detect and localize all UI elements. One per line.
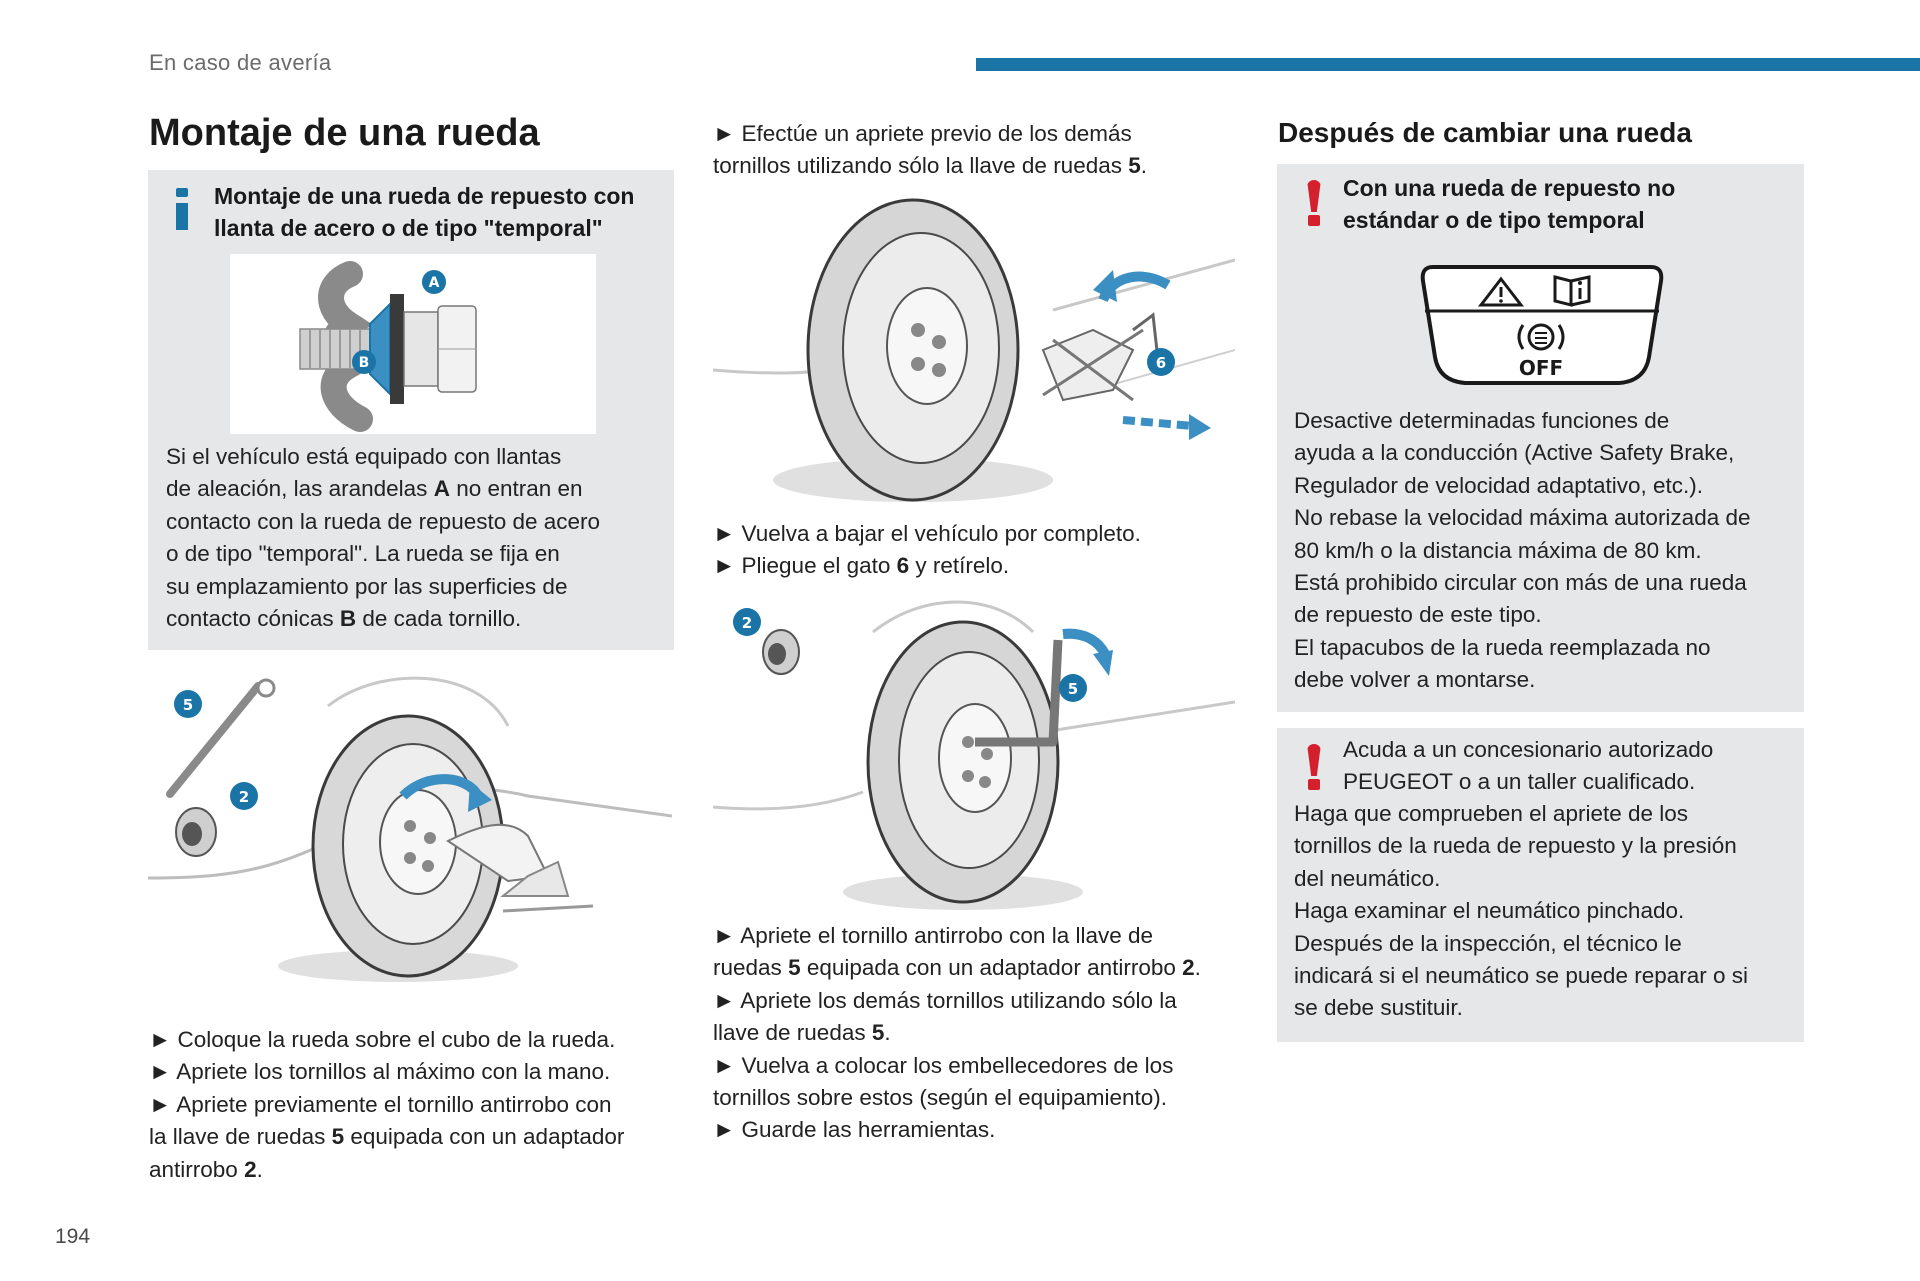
bold-reference: A	[433, 476, 450, 502]
final-tightening-illustration: 2 5	[712, 600, 1236, 910]
bold-reference: 5	[788, 955, 801, 981]
warning-box-1-paragraph: Desactive determinadas funciones de ayud…	[1294, 408, 1751, 693]
label-a-marker: A	[422, 270, 446, 294]
warning-box-1: Con una rueda de repuesto no estándar o …	[1277, 164, 1804, 712]
warning-box-1-title-line1: Con una rueda de repuesto no	[1343, 175, 1676, 201]
bold-reference: 5	[331, 1124, 345, 1150]
adapter-2-marker: 2	[733, 608, 761, 636]
instrument-panel-figure: OFF	[1419, 259, 1665, 391]
info-box-title-line2: llanta de acero o de tipo "temporal"	[214, 215, 603, 241]
bold-reference: 2	[1182, 955, 1195, 981]
brake-assist-icon	[1517, 323, 1565, 351]
wrench-5-marker: 5	[1059, 674, 1087, 702]
figure-label-2: 2	[239, 788, 249, 806]
figure-label-6: 6	[1156, 354, 1166, 372]
instrument-panel-illustration: OFF	[1420, 265, 1664, 385]
figure-label-5: 5	[183, 696, 193, 714]
wheel-bolt-illustration: A B	[299, 261, 477, 432]
col2-step-mid: ► Vuelva a bajar el vehículo por complet…	[713, 521, 1141, 579]
warning-box-1-title: Con una rueda de repuesto no estándar o …	[1343, 172, 1675, 236]
page-number: 194	[55, 1225, 91, 1248]
info-icon	[174, 188, 190, 234]
warning-box-2-intro: Acuda a un concesionario autorizado PEUG…	[1343, 734, 1713, 799]
jack-lowering-illustration: 6	[712, 198, 1236, 502]
col2-step-top: ► Efectúe un apriete previo de los demás…	[713, 121, 1148, 179]
figure-label-b: B	[359, 355, 370, 371]
section-title: Después de cambiar una rueda	[1278, 117, 1692, 148]
warning-box-2: Acuda a un concesionario autorizado PEUG…	[1277, 728, 1804, 1042]
wheel-bolt-figure: A B	[230, 254, 596, 434]
info-box-title: Montaje de una rueda de repuesto con lla…	[214, 180, 634, 244]
bold-reference: 2	[244, 1156, 257, 1182]
warning-box-2-intro-line1: Acuda a un concesionario autorizado	[1343, 737, 1714, 762]
label-b-marker: B	[352, 350, 376, 374]
info-box-title-line1: Montaje de una rueda de repuesto con	[214, 183, 635, 209]
warning-triangle-icon	[1477, 276, 1525, 307]
wheel-mount-illustration: 5 2	[147, 676, 673, 982]
jack-lowering-figure: 6	[712, 190, 1236, 510]
info-box-paragraph: Si el vehículo está equipado con llantas…	[166, 444, 601, 632]
figure-label-2b: 2	[742, 614, 752, 632]
page-title: Montaje de una rueda	[149, 112, 540, 154]
info-box: Montaje de una rueda de repuesto con lla…	[148, 170, 674, 650]
off-indicator-label: OFF	[1519, 356, 1563, 380]
figure-label-a: A	[429, 275, 440, 291]
section-label: En caso de avería	[149, 50, 332, 75]
final-tightening-figure: 2 5	[712, 592, 1236, 914]
warning-exclamation-icon	[1304, 180, 1324, 226]
wheel-mount-figure: 5 2	[147, 666, 673, 1004]
tool-2-marker: 2	[230, 782, 258, 810]
col2-step-bottom: ► Apriete el tornillo antirrobo con la l…	[713, 923, 1201, 1143]
warning-box-1-title-line2: estándar o de tipo temporal	[1343, 207, 1645, 233]
warning-box-2-paragraph: Haga que comprueben el apriete de los to…	[1294, 801, 1748, 1021]
warning-box-2-intro-line2: PEUGEOT o a un taller cualificado.	[1343, 769, 1696, 795]
manual-book-icon	[1553, 275, 1591, 307]
header-accent-bar	[976, 58, 1920, 71]
bold-reference: 5	[871, 1020, 885, 1046]
jack-6-marker: 6	[1147, 348, 1175, 376]
bold-reference: B	[339, 606, 357, 632]
tool-5-marker: 5	[174, 690, 202, 718]
bold-reference: 6	[896, 553, 910, 579]
bold-reference: 5	[1128, 153, 1141, 179]
warning-exclamation-icon-2	[1304, 744, 1324, 790]
col1-steps: ► Coloque la rueda sobre el cubo de la r…	[149, 1027, 625, 1182]
figure-label-5b: 5	[1068, 680, 1078, 698]
